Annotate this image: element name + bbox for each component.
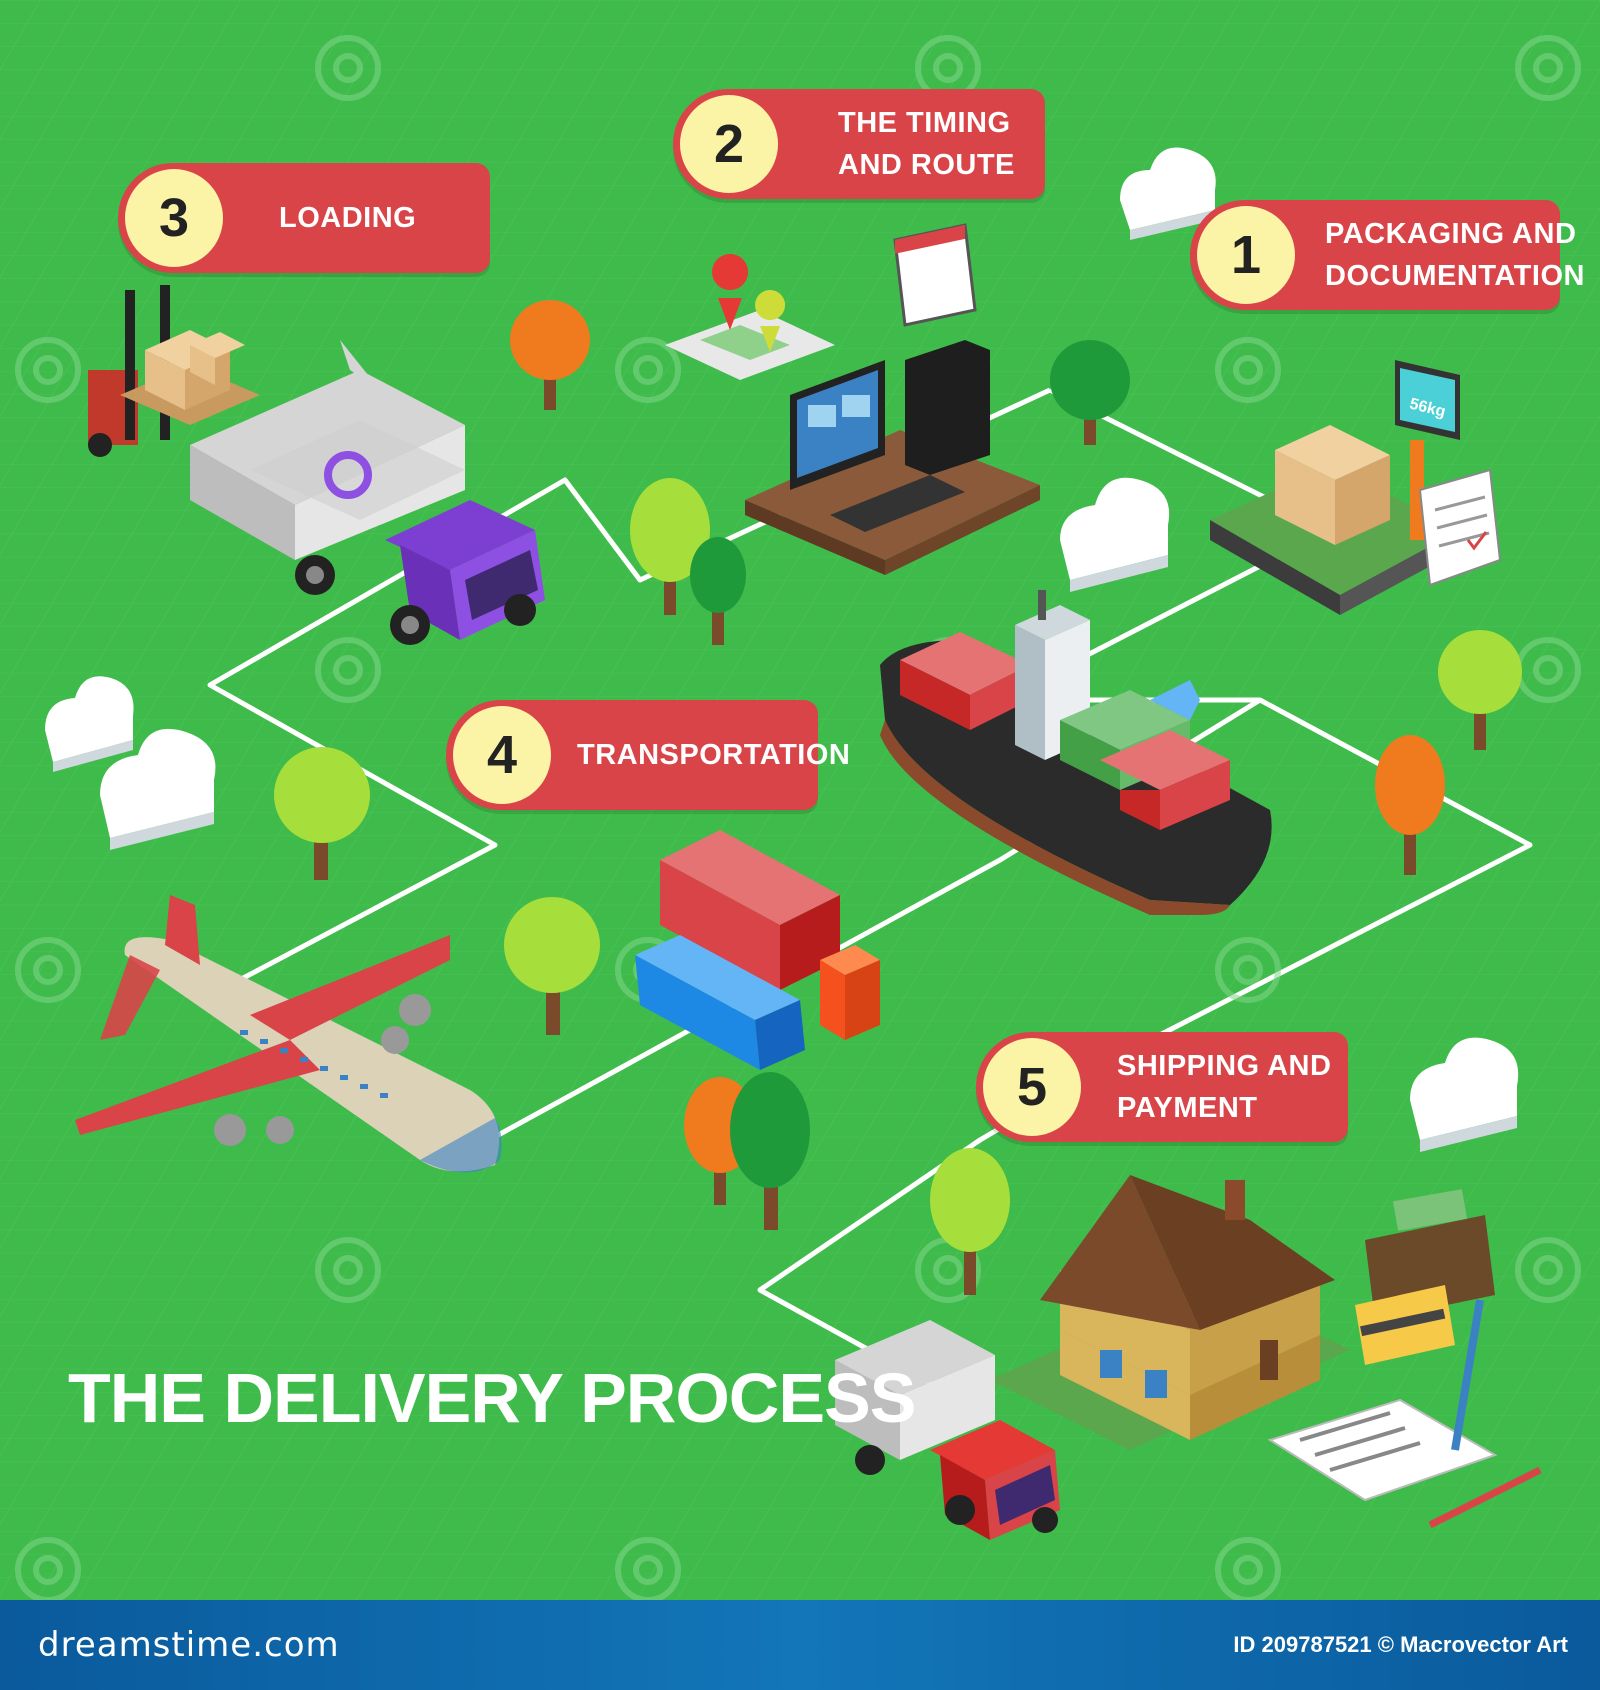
step-3-number: 3 — [125, 169, 223, 267]
house-delivery-illustration — [835, 1175, 1542, 1540]
step-2-label: THE TIMING AND ROUTE — [838, 107, 1015, 181]
step-2-number: 2 — [680, 95, 778, 193]
step-1-number: 1 — [1197, 206, 1295, 304]
shipping-containers-illustration — [635, 830, 880, 1070]
footer-brand: dreamstime.com — [38, 1625, 340, 1665]
page-title: THE DELIVERY PROCESS — [68, 1359, 916, 1437]
step-3-badge: 3 LOADING — [118, 163, 490, 273]
cargo-ship-illustration — [880, 590, 1272, 915]
delivery-path — [757, 387, 1533, 1403]
computer-desk-illustration — [665, 223, 1040, 575]
cloud-icon — [45, 147, 1519, 1152]
step-3-label: LOADING — [279, 202, 417, 234]
step-4-label: TRANSPORTATION — [577, 739, 851, 771]
step-1-label: PACKAGING AND DOCUMENTATION — [1325, 218, 1585, 292]
step-4-number: 4 — [453, 706, 551, 804]
step-2-badge: 2 THE TIMING AND ROUTE — [673, 89, 1045, 199]
delivery-truck-illustration — [190, 340, 545, 645]
step-5-label: SHIPPING AND PAYMENT — [1117, 1050, 1332, 1124]
footer-credit: ID 209787521 © Macrovector Art — [1233, 1632, 1568, 1657]
tree-icon — [274, 300, 1522, 1295]
step-5-number: 5 — [983, 1038, 1081, 1136]
step-4-badge: 4 TRANSPORTATION — [446, 700, 850, 810]
forklift-illustration — [88, 285, 260, 457]
packaging-scale-illustration — [1210, 360, 1502, 615]
airplane-illustration — [75, 895, 502, 1173]
step-5-badge: 5 SHIPPING AND PAYMENT — [976, 1032, 1348, 1142]
footer-bar: dreamstime.com ID 209787521 © Macrovecto… — [0, 1600, 1600, 1690]
truck-logo-icon — [324, 451, 372, 499]
step-1-badge: 1 PACKAGING AND DOCUMENTATION — [1190, 200, 1584, 310]
